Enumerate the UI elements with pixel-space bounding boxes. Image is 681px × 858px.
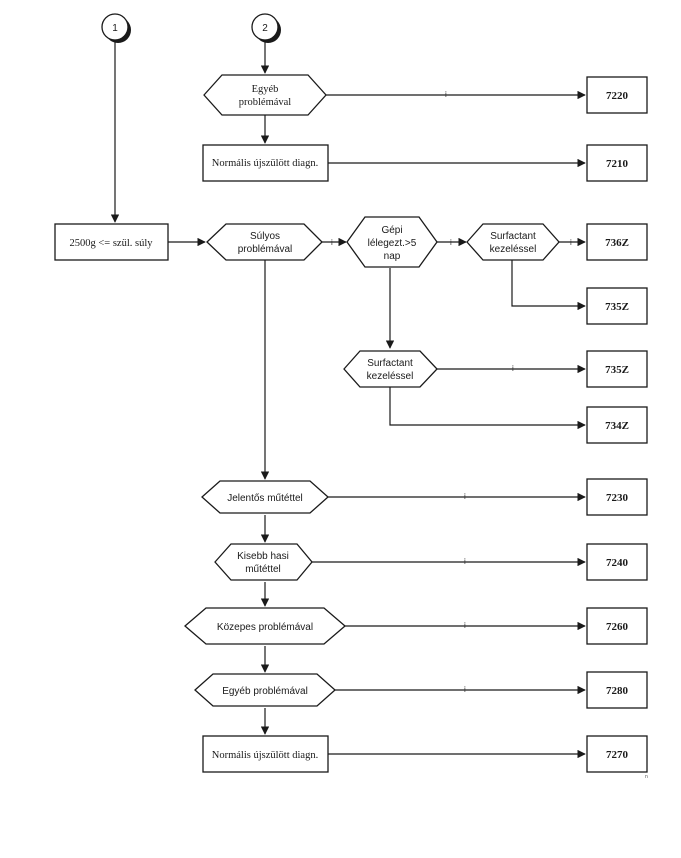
box-normalis-top: Normális újszülött diagn. [202,144,329,182]
decision-surfactant-2-line1: Surfactant [367,358,413,369]
yes-labels: i i i i i i i i i [331,90,572,694]
connector-2-label: 2 [262,23,268,34]
code-7240: 7240 [606,557,629,569]
code-7210: 7210 [606,158,629,170]
code-735z-a: 735Z [605,301,629,313]
yes-label: i [450,238,452,247]
decision-surfactant-1: Surfactant kezeléssel [466,223,560,261]
decision-sulyos-line1: Súlyos [250,231,280,242]
code-box-735z-b: 735Z [586,350,648,388]
decision-gepi-line3: nap [384,251,401,262]
box-normalis-bottom: Normális újszülött diagn. [202,735,329,773]
code-box-7240: 7240 [586,543,648,581]
code-735z-b: 735Z [605,364,629,376]
box-normalis-bottom-label: Normális újszülött diagn. [212,750,318,761]
code-7280: 7280 [606,685,629,697]
code-box-7280: 7280 [586,671,648,709]
connector-1-label: 1 [112,23,118,34]
decision-jelentos-label: Jelentős műtéttel [227,493,303,504]
connector-1: 1 [101,13,131,43]
decision-kozepes-label: Közepes problémával [217,622,313,633]
yes-label: i [445,90,447,99]
box-start-label: 2500g <= szül. súly [69,238,153,249]
decision-jelentos: Jelentős műtéttel [201,480,329,514]
code-box-734z: 734Z [586,406,648,444]
yes-label: i [464,685,466,694]
decision-sulyos: Súlyos problémával [206,223,323,261]
decision-surfactant-2-line2: kezeléssel [367,371,414,382]
decision-kisebb-line1: Kisebb hasi [237,551,289,562]
code-box-7210: 7210 [586,144,648,182]
decision-kisebb-line2: műtéttel [245,564,281,575]
code-box-7230: 7230 [586,478,648,516]
code-7260: 7260 [606,621,629,633]
yes-label: i [331,238,333,247]
decision-egyeb-bottom-label: Egyéb problémával [222,686,308,697]
yes-label: i [464,557,466,566]
code-734z: 734Z [605,420,629,432]
code-736z: 736Z [605,237,629,249]
decision-gepi-line2: lélegezt.>5 [368,238,417,249]
decision-egyeb-top-line2: problémával [239,97,292,108]
decision-gepi-line1: Gépi [381,225,402,236]
decision-gepi: Gépi lélegezt.>5 nap [346,216,438,268]
decision-egyeb-top: Egyéb problémával [203,74,327,116]
code-box-736z: 736Z [586,223,648,261]
decision-egyeb-bottom: Egyéb problémával [194,673,336,707]
box-normalis-top-label: Normális újszülött diagn. [212,158,318,169]
decision-kisebb: Kisebb hasi műtéttel [214,543,313,581]
decision-surfactant-2: Surfactant kezeléssel [343,350,438,388]
decision-sulyos-line2: problémával [238,244,292,255]
yes-label: i [464,492,466,501]
connector-2: 2 [251,13,281,43]
decision-kozepes: Közepes problémával [184,607,346,645]
code-box-735z-a: 735Z [586,287,648,325]
decision-surfactant-1-line1: Surfactant [490,231,536,242]
yes-label: i [464,621,466,630]
yes-label: i [570,238,572,247]
connector-lines [110,40,586,759]
footnote-mark: n [645,774,648,780]
code-7230: 7230 [606,492,629,504]
decision-egyeb-top-line1: Egyéb [252,84,279,95]
yes-label: i [512,364,514,373]
box-start: 2500g <= szül. súly [54,223,169,261]
code-box-7270: 7270 [586,735,648,773]
code-7270: 7270 [606,749,629,761]
code-box-7220: 7220 [586,76,648,114]
code-box-7260: 7260 [586,607,648,645]
code-7220: 7220 [606,90,629,102]
decision-surfactant-1-line2: kezeléssel [490,244,537,255]
